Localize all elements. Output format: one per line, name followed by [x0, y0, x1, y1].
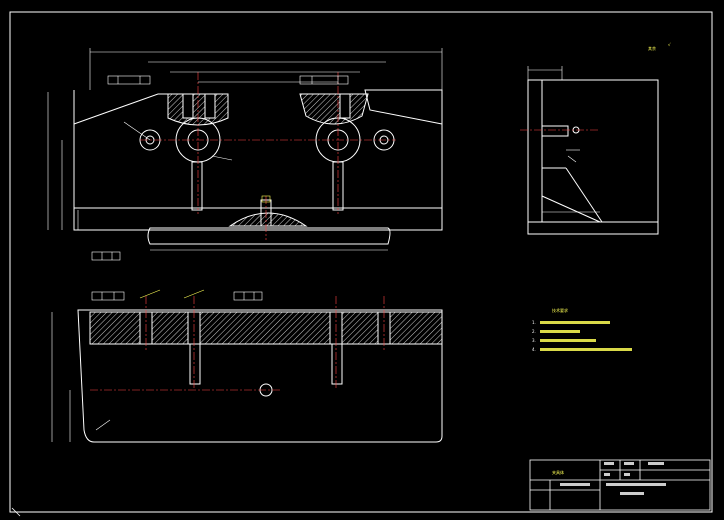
front-view-dimensions [47, 48, 443, 251]
front-view [73, 89, 443, 245]
roughness-symbol: √ [668, 42, 671, 47]
hatch-right-pad [299, 93, 369, 125]
sheet-border [9, 11, 713, 513]
tech-req-line: 2. [532, 329, 536, 334]
tech-req-line: 4. [532, 347, 536, 352]
title-block [529, 459, 711, 511]
side-view [527, 79, 659, 235]
tech-req-lines: 1. 2. 3. 4. [532, 320, 536, 352]
title-block-name: 夹具体 [552, 469, 564, 475]
tech-req-line: 1. [532, 320, 536, 325]
hatch-bottom-block [228, 212, 308, 227]
tech-req-line: 3. [532, 338, 536, 343]
top-view [77, 309, 443, 443]
tech-req-title: 技术要求 [552, 307, 568, 313]
roughness-note: 其余 [648, 45, 656, 51]
